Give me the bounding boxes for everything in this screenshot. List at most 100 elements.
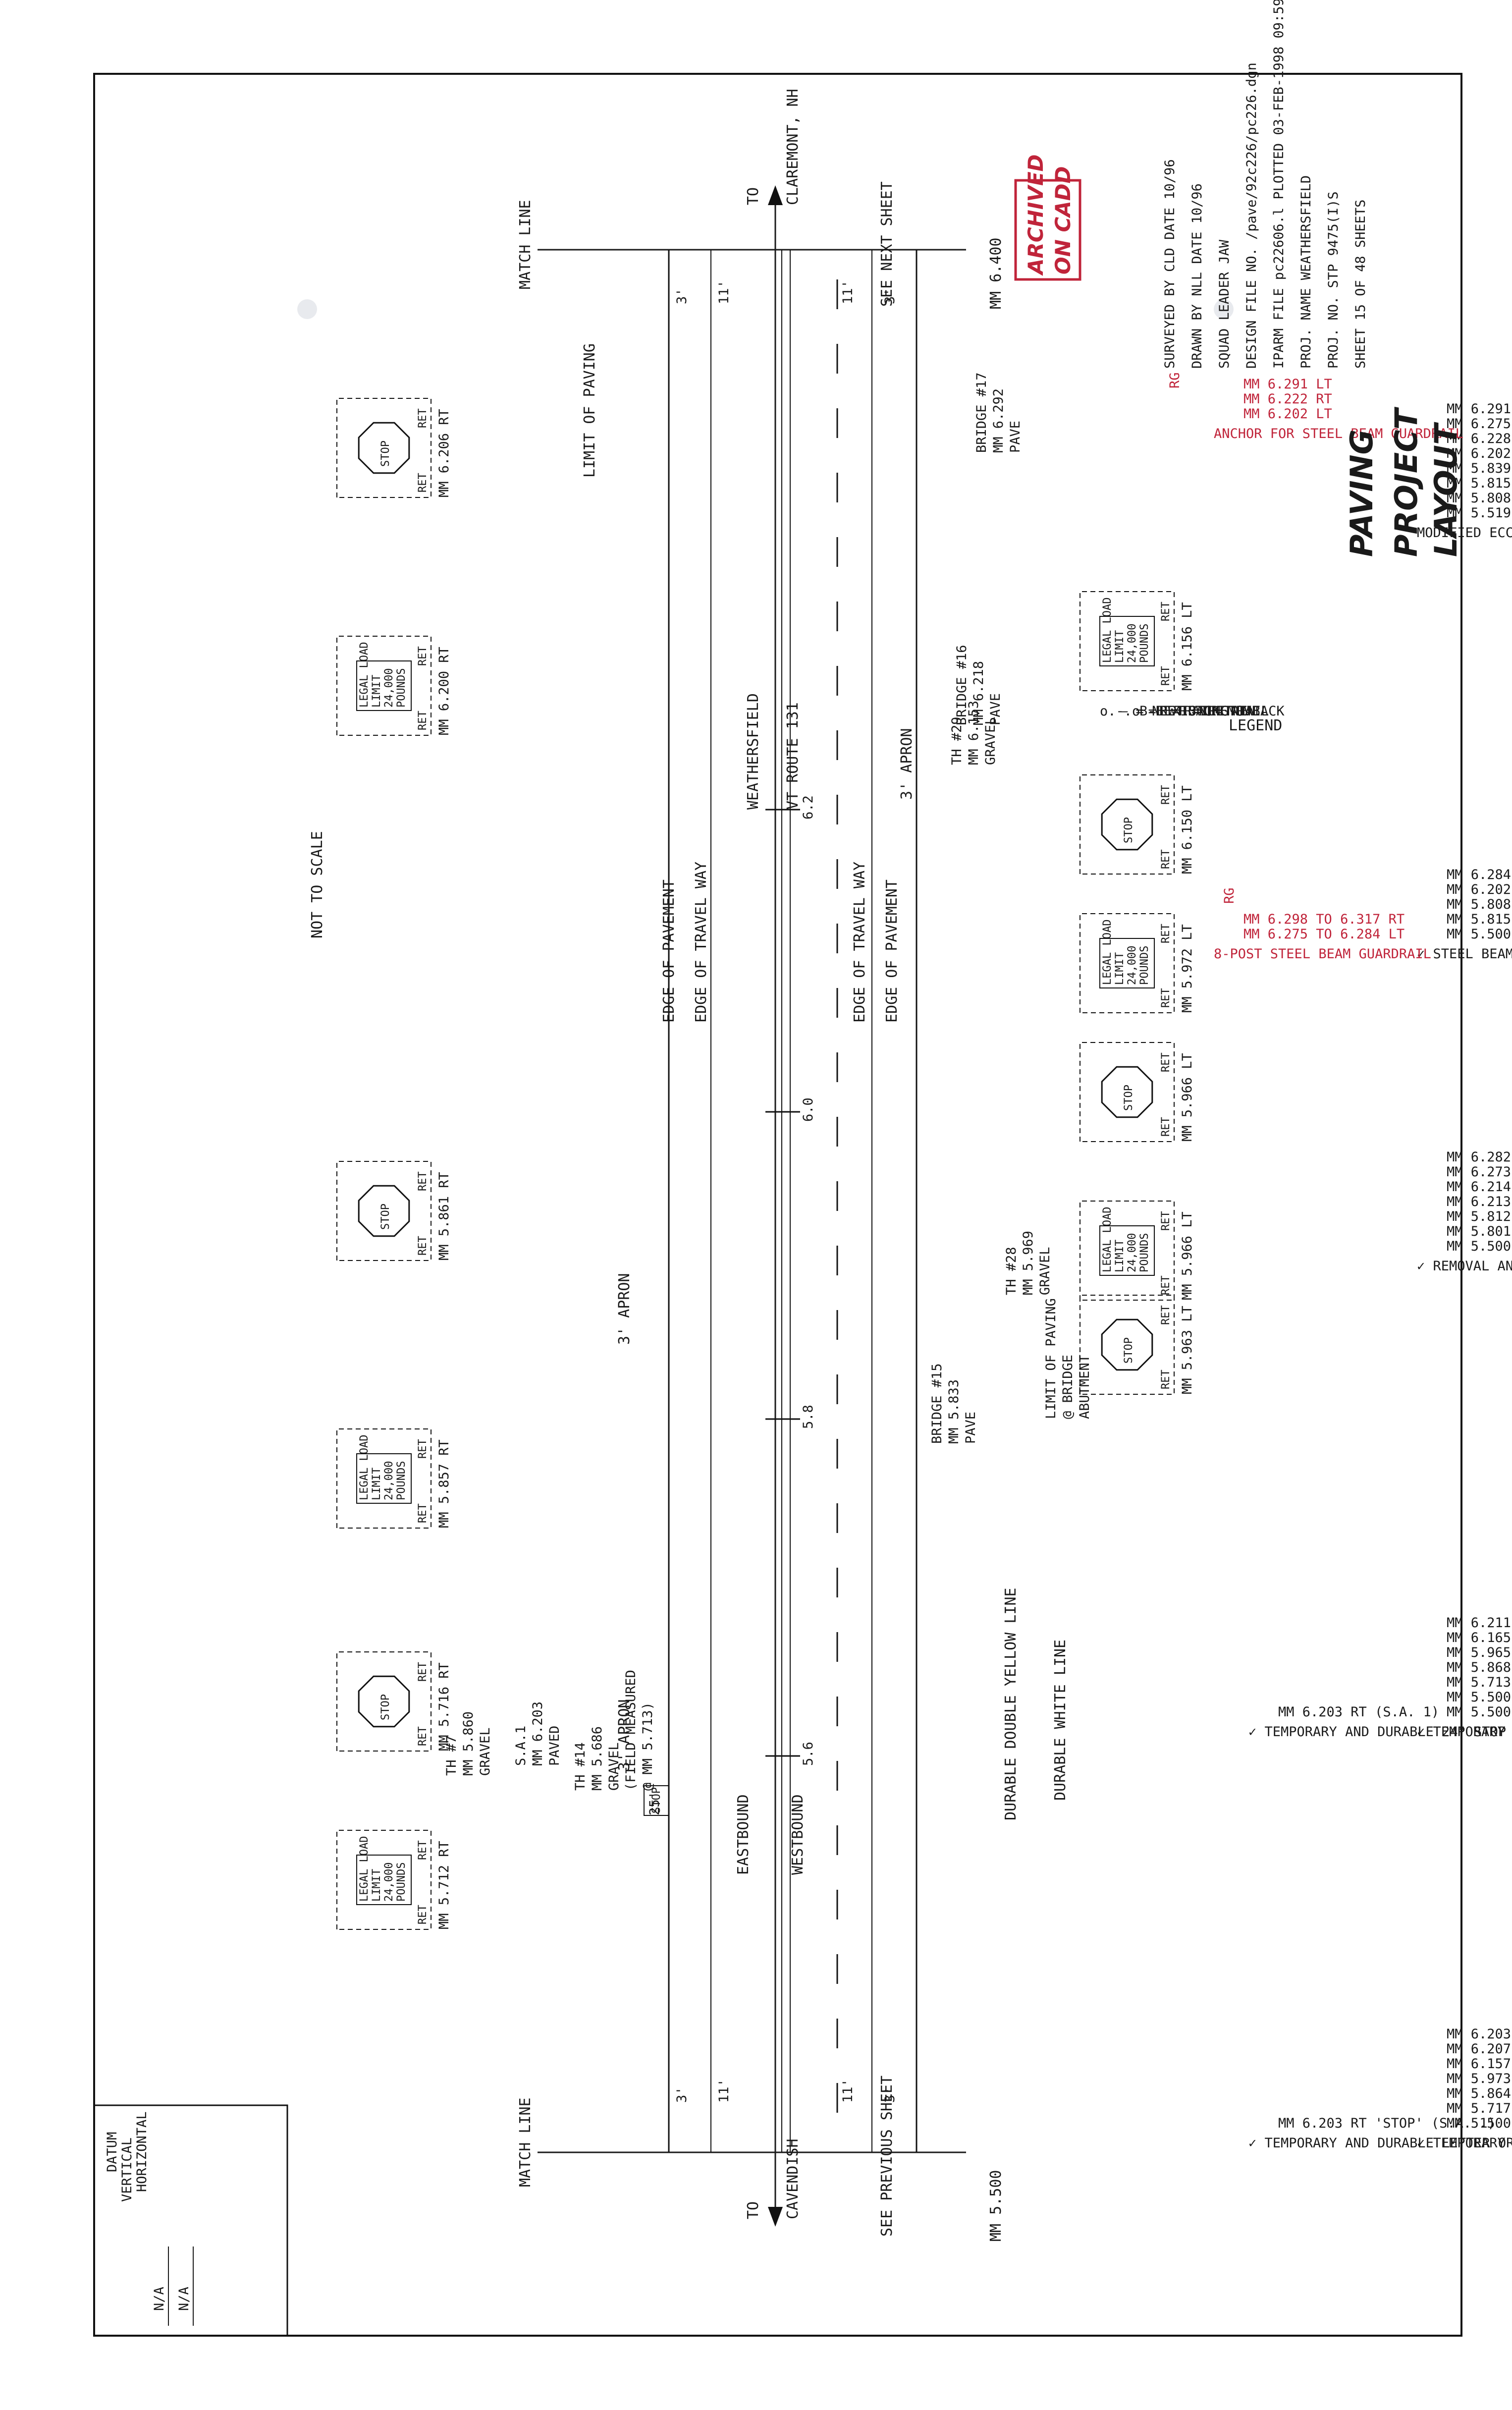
limit-paving-bridge: @ BRIDGE — [1060, 1355, 1076, 1419]
revision-mark: RG — [1222, 887, 1237, 904]
edge-travel-top: EDGE OF TRAVEL WAY — [851, 862, 868, 1023]
note-line: MM 5.815 TO 5.948 LT — [1447, 912, 1512, 927]
sign-status: RET — [417, 1503, 429, 1523]
load-sign-text: LEGAL LOAD — [358, 642, 371, 708]
title-paving: PAVING — [1344, 430, 1380, 557]
load-limit-sign-icon — [356, 1855, 412, 1905]
note-line: MM 6.275 TO 6.284 LT — [1243, 927, 1404, 942]
stop-sign-text: STOP — [379, 440, 392, 467]
note-title: ✓ TEMPORARY AND DURABLE 24" STOP BAR — [1248, 1724, 1512, 1740]
note-line: MM 6.214 TO 6.296 LT — [1447, 1179, 1512, 1195]
th14-callout: @ MM 5.713) — [640, 1702, 655, 1791]
sign-status: RET — [1160, 1369, 1172, 1389]
sign-status: RET — [1160, 1117, 1172, 1137]
sign-status: RET — [1160, 666, 1172, 686]
durable-white-line: DURABLE WHITE LINE — [1052, 1640, 1069, 1801]
bridge15-callout: MM 5.833 — [946, 1379, 962, 1444]
note-line: MM 5.815 LT — [1447, 476, 1512, 491]
load-sign-text: POUNDS — [395, 1461, 408, 1500]
datum-box: DATUM VERTICAL N/A HORIZONTAL N/A — [93, 2104, 288, 2337]
sign-status: RET — [417, 1236, 429, 1256]
lane-dimension: 11' — [716, 2079, 732, 2103]
direction-left-1: TO — [745, 2201, 762, 2219]
load-sign-text: 24,000 — [383, 1461, 395, 1500]
sign-status: RET — [417, 646, 429, 666]
datum-vertical-label: VERTICAL — [119, 2137, 135, 2202]
see-next-sheet: SEE NEXT SHEET — [878, 181, 896, 307]
sa1-callout: MM 6.203 — [530, 1701, 545, 1766]
note-line: MM 6.282 TO 6.400 RT — [1447, 1150, 1512, 1165]
revision-mark-2: RG — [1167, 372, 1183, 388]
sign-status: RET — [417, 1726, 429, 1746]
note-line: MM 5.500 TO 5.519 RT — [1447, 1239, 1512, 1254]
notes-layer: ✓ TEMPORARY AND DURABLE 4" YELLOW LINEMM… — [1214, 377, 1512, 2151]
load-sign-text: POUNDS — [395, 668, 408, 708]
th29-callout: GRAVEL — [983, 716, 998, 765]
sign-status: RET — [1160, 1305, 1172, 1325]
note-line: MM 6.275 LT — [1447, 416, 1512, 432]
note-line: MM 6.213 TO 6.225 RT — [1447, 1194, 1512, 1209]
apron-2: 3' APRON — [616, 1273, 633, 1345]
mm-right: MM 6.400 — [987, 238, 1005, 310]
note-line: MM 5.500 TO 5.709 SOLID LT & RT — [1447, 2116, 1512, 2131]
durable-double-yellow: DURABLE DOUBLE YELLOW LINE — [1002, 1588, 1020, 1820]
th14-callout: TH #14 — [573, 1742, 588, 1791]
load-limit-sign-icon — [1099, 1225, 1155, 1276]
note-line: MM 5.717 TO 5.856 SOLID LT & RT — [1447, 2101, 1512, 2116]
load-sign-text: POUNDS — [1138, 1233, 1151, 1272]
sign-status: RET — [417, 1171, 429, 1191]
note-block: ✓ REMOVAL AND DISPOSAL OF GUARDRAIL MM 5.… — [1417, 1150, 1512, 1274]
archived-stamp-text: ON CADD — [1051, 166, 1075, 274]
th7-callout: GRAVEL — [478, 1727, 493, 1776]
sign-status: RET — [417, 1840, 429, 1860]
note-line: MM 5.808 TO 5.815 LT — [1447, 897, 1512, 912]
note-line: MM 6.273 TO 6.225 LT — [1447, 1164, 1512, 1180]
westbound-label: WESTBOUND — [789, 1794, 807, 1875]
datum-vertical-value: N/A — [152, 2287, 167, 2311]
datum-horizontal-label: HORIZONTAL — [134, 2111, 150, 2192]
sign-status: RET — [1160, 988, 1172, 1008]
note-line: MM 6.157 TO 6.195 SOLID LT & RT — [1447, 2056, 1512, 2072]
sign-status: RET — [417, 711, 429, 730]
load-limit-sign-icon — [1099, 938, 1155, 988]
note-title: ✓ REMOVAL AND DISPOSAL OF GUARDRAIL — [1417, 1259, 1512, 1274]
bridge17-callout: PAVE — [1008, 421, 1023, 453]
note-line: MM 6.228 LT — [1447, 431, 1512, 446]
bridge15-callout: BRIDGE #15 — [929, 1363, 945, 1444]
note-line: MM 5.500 TO 5.705 SOLID RT — [1447, 1690, 1512, 1705]
note-line: MM 6.207 TO 6.400 SOLID LT & RT — [1447, 2041, 1512, 2057]
stop-sign-text: STOP — [379, 1204, 392, 1230]
archived-stamp-text: ARCHIVED — [1024, 154, 1048, 276]
route-label: VT ROUTE 131 — [784, 702, 802, 810]
match-line-right: MATCH LINE — [517, 200, 534, 289]
sign-location: MM 6.156 LT — [1180, 602, 1195, 691]
note-line: MM 5.868 TO 6.195 SOLID RT — [1447, 1660, 1512, 1675]
th7-callout: MM 5.860 — [461, 1711, 476, 1776]
edge-pavement-top: EDGE OF PAVEMENT — [883, 879, 901, 1023]
th14-callout: MM 5.686 — [590, 1726, 605, 1791]
load-sign-text: 24,000 — [383, 668, 395, 708]
lane-dimension: 3' — [674, 288, 690, 304]
note-line: MM 5.519 RT — [1447, 505, 1512, 521]
sa1-callout: S.A.1 — [513, 1726, 529, 1766]
legend-item: RET = RETAIN — [1159, 704, 1256, 719]
edge-travel-bottom: EDGE OF TRAVEL WAY — [693, 862, 710, 1023]
note-line: MM 6.165 TO 6.400 SOLID LT — [1447, 1630, 1512, 1645]
th7-callout: TH #7 — [444, 1736, 459, 1776]
note-title: ANCHOR FOR STEEL BEAM GUARDRAIL — [1214, 426, 1463, 441]
direction-right-2: CLAREMONT, NH — [784, 89, 802, 205]
note-line: MM 6.291 LT — [1447, 401, 1512, 417]
apron-1: 3' APRON — [616, 1699, 633, 1771]
match-line-left: MATCH LINE — [517, 2097, 534, 2187]
sign-location: MM 5.963 LT — [1180, 1306, 1195, 1394]
title-row: PROJ. NAME WEATHERSFIELD — [1298, 175, 1314, 369]
